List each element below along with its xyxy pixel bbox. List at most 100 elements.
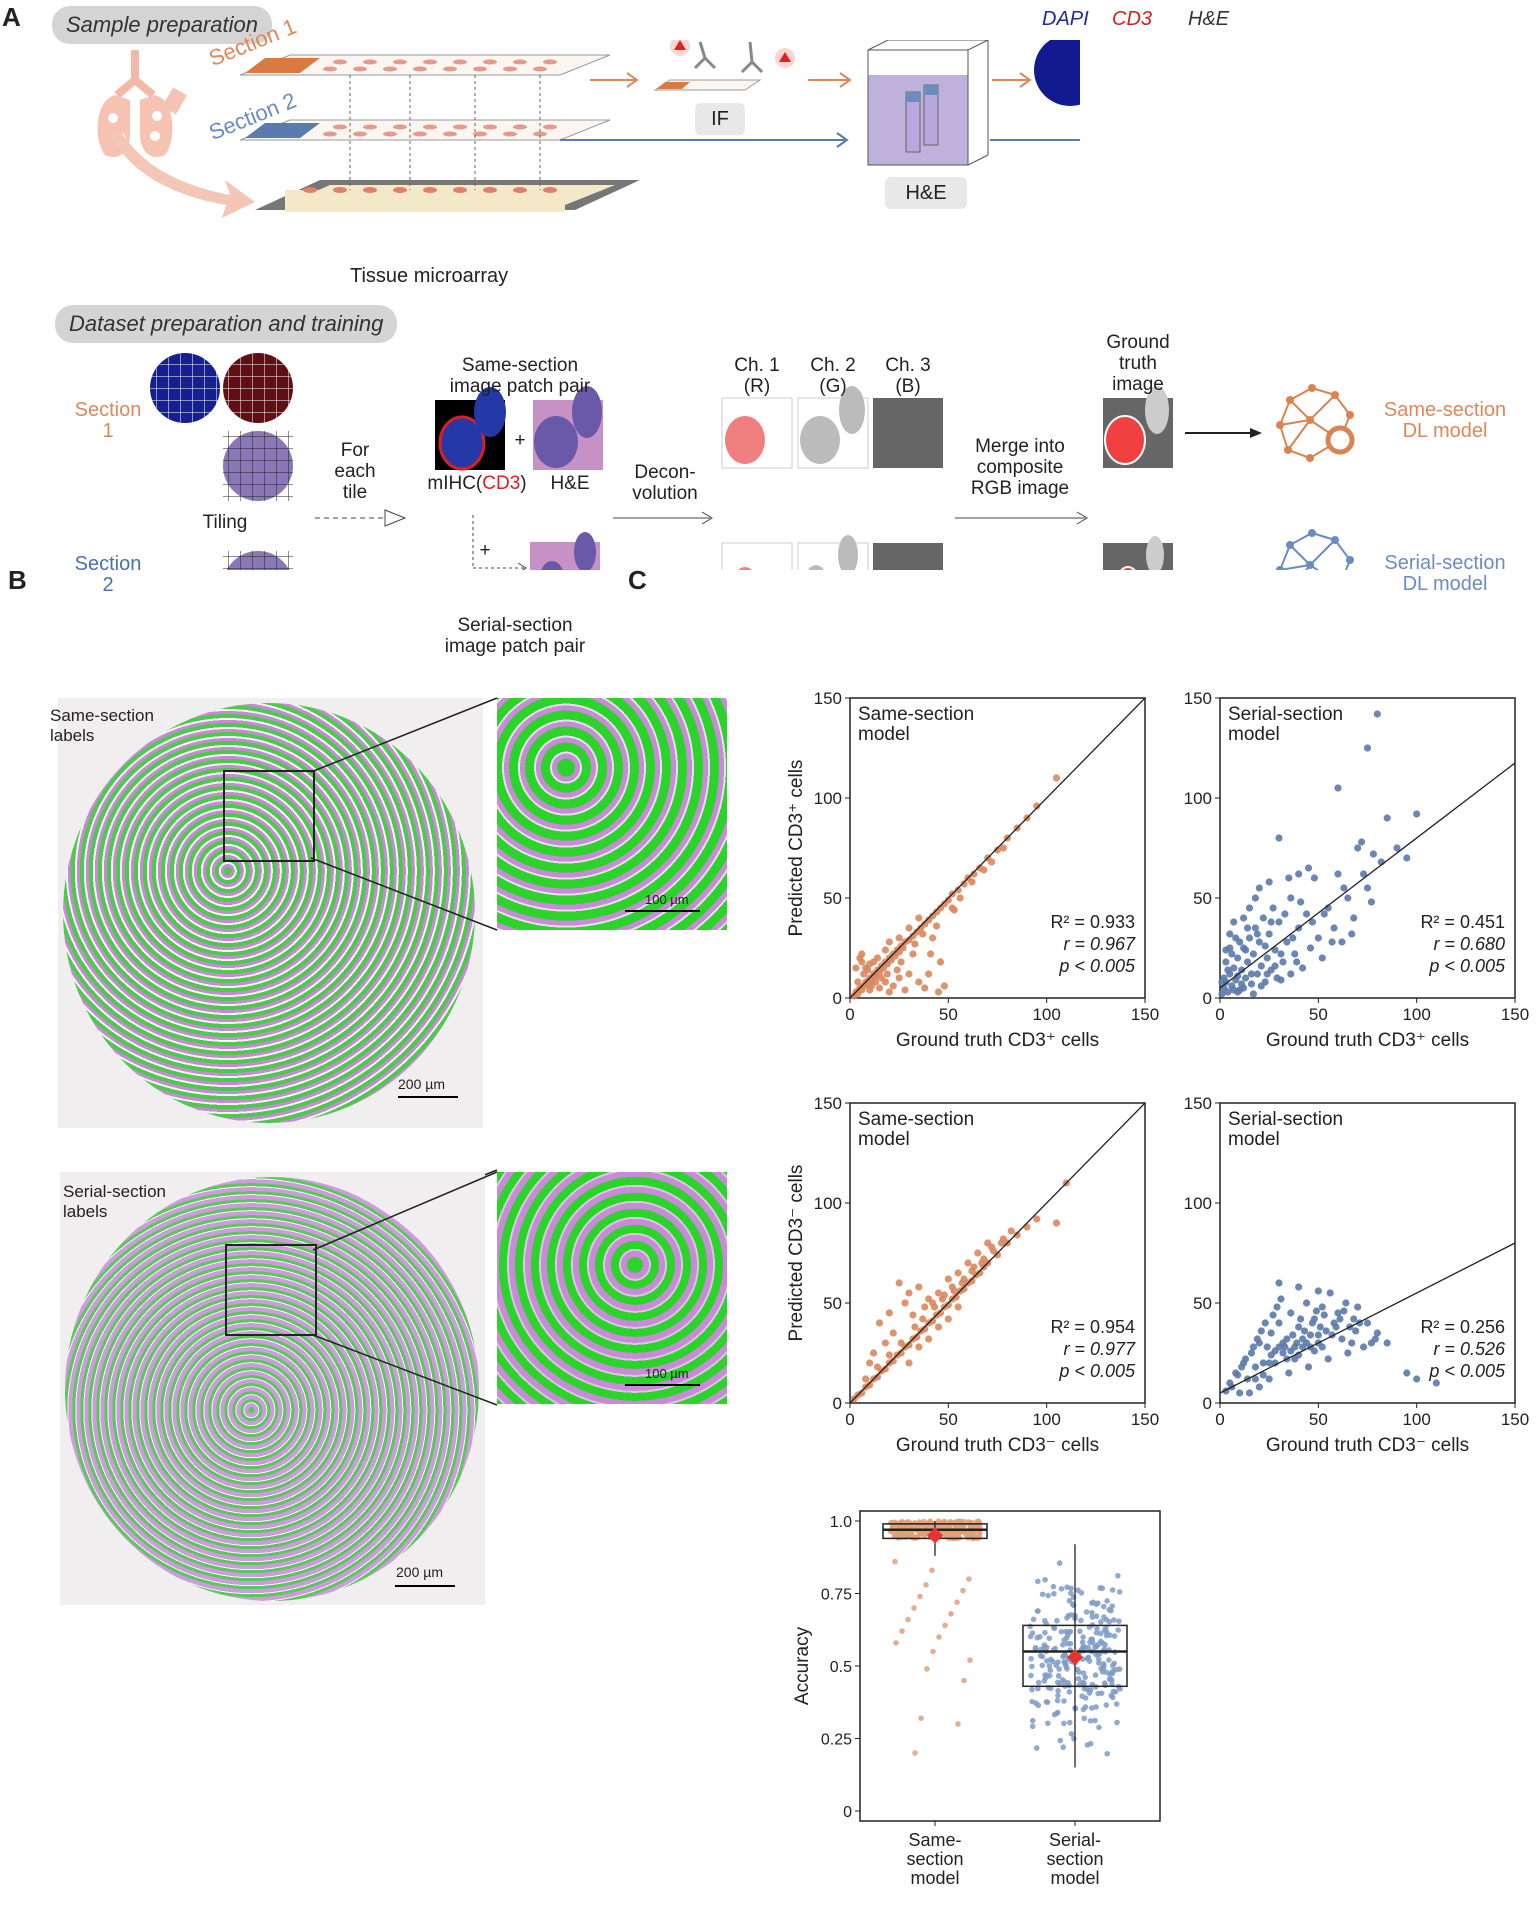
jitter-point <box>1087 1718 1094 1724</box>
data-point <box>1275 1279 1283 1287</box>
he-label: H&E <box>885 177 967 209</box>
data-point <box>1359 870 1368 878</box>
jitter-point <box>1098 1638 1104 1645</box>
data-point <box>885 1351 893 1359</box>
data-point <box>1289 1331 1297 1339</box>
jitter-point <box>1055 1673 1062 1679</box>
jitter-point <box>1029 1723 1036 1730</box>
if-label: IF <box>695 103 745 135</box>
jitter-point <box>1046 1663 1053 1669</box>
jitter-point <box>1060 1653 1066 1660</box>
data-point <box>905 1359 913 1367</box>
outlier-point <box>905 1616 911 1623</box>
data-point <box>1306 1331 1315 1339</box>
data-point <box>1312 1307 1320 1315</box>
jitter-point <box>1039 1591 1046 1598</box>
jitter-point <box>1042 1576 1048 1583</box>
data-point <box>1320 1311 1328 1319</box>
data-point <box>1013 1231 1021 1239</box>
jitter-point <box>1030 1616 1037 1623</box>
data-point <box>858 1389 866 1397</box>
data-point <box>1263 1343 1271 1351</box>
jitter-point <box>1087 1687 1094 1693</box>
data-point <box>1253 930 1261 938</box>
data-point <box>988 858 996 866</box>
data-point <box>1302 1299 1311 1307</box>
data-point <box>1243 924 1252 932</box>
data-point <box>1247 980 1256 988</box>
y-tick-label: 0 <box>843 1804 852 1821</box>
data-point <box>980 866 988 874</box>
data-point <box>944 896 952 904</box>
stat-label: r = 0.680 <box>1433 934 1505 954</box>
data-point <box>1287 1309 1295 1317</box>
data-point <box>866 1381 874 1389</box>
data-point <box>885 988 893 996</box>
data-point <box>1371 1335 1379 1343</box>
zoom-lines-serial <box>312 1171 498 1406</box>
jitter-point <box>1103 1702 1110 1708</box>
outlier-point <box>892 1558 898 1565</box>
data-point <box>1052 1219 1061 1227</box>
jitter-point <box>1043 1699 1050 1705</box>
data-point <box>1324 1355 1332 1363</box>
data-point <box>930 1303 939 1311</box>
jitter-point <box>1068 1585 1074 1592</box>
data-point <box>974 1249 982 1257</box>
data-point <box>1218 978 1226 986</box>
data-point <box>970 1263 978 1271</box>
data-point <box>1251 924 1259 932</box>
jitter-point <box>1066 1629 1072 1635</box>
jitter-point <box>1093 1651 1099 1658</box>
data-point <box>954 1269 962 1277</box>
dataset-prep-diagram <box>150 353 1355 570</box>
jitter-point <box>1061 1678 1068 1685</box>
jitter-point <box>1080 1706 1087 1713</box>
data-point <box>1271 946 1279 954</box>
jitter-point <box>1088 1705 1095 1711</box>
data-point <box>925 970 933 978</box>
x-category-label: section <box>1046 1849 1103 1869</box>
x-category-label: Serial- <box>1049 1830 1101 1850</box>
data-point <box>1354 1303 1362 1311</box>
data-point <box>1271 962 1279 970</box>
data-point <box>1334 870 1342 878</box>
data-point <box>1007 1227 1015 1235</box>
stat-label: p < 0.005 <box>1428 956 1506 976</box>
y-tick-label: 150 <box>814 1095 842 1113</box>
data-point <box>895 1279 903 1287</box>
data-point <box>1322 1327 1330 1335</box>
y-axis-label: Accuracy <box>792 1626 813 1705</box>
data-point <box>1230 964 1238 972</box>
data-point <box>1413 810 1421 818</box>
data-point <box>1334 784 1342 792</box>
data-point <box>911 1323 919 1331</box>
fit-line <box>1219 762 1516 989</box>
jitter-point <box>1056 1560 1063 1566</box>
jitter-point <box>1079 1693 1085 1699</box>
data-point <box>1283 938 1291 946</box>
data-point <box>1336 1315 1344 1323</box>
x-axis-label: Ground truth CD3⁺ cells <box>1266 1030 1469 1051</box>
jitter-point <box>1113 1701 1120 1707</box>
stat-label: R² = 0.451 <box>1420 912 1505 932</box>
data-point <box>1332 1323 1340 1331</box>
jitter-point <box>1066 1719 1073 1726</box>
jitter-point <box>1057 1737 1064 1744</box>
data-point <box>875 984 884 992</box>
data-point <box>1243 958 1252 966</box>
x-tick-label: 100 <box>1402 1005 1430 1024</box>
data-point <box>919 930 927 938</box>
jitter-point <box>1052 1645 1058 1652</box>
x-axis-label: Ground truth CD3⁻ cells <box>1266 1435 1469 1456</box>
data-point <box>889 1329 897 1337</box>
y-tick-label: 0.75 <box>821 1587 852 1604</box>
data-point <box>1413 1375 1421 1383</box>
data-point <box>1261 942 1269 950</box>
data-point <box>1352 1327 1360 1335</box>
data-point <box>1281 910 1289 918</box>
